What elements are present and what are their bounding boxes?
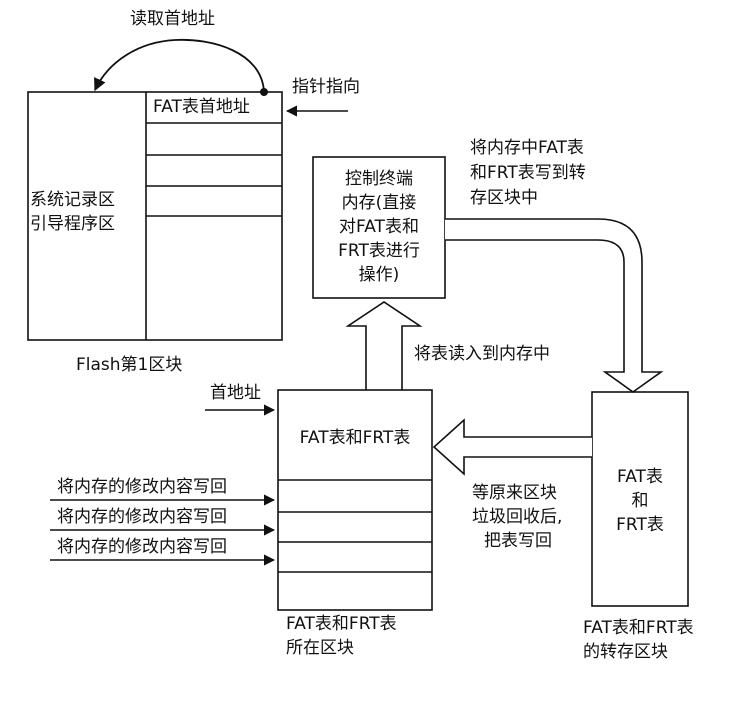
write-transfer-label-3: 存区块中 bbox=[470, 188, 538, 208]
write-back-label-2: 将内存的修改内容写回 bbox=[57, 507, 227, 527]
write-transfer-label-1: 将内存中FAT表 bbox=[470, 138, 584, 158]
transfer-line-2: 和 bbox=[631, 491, 649, 511]
recycle-note-1: 等原来区块 bbox=[472, 483, 557, 503]
memory-line-5: 操作) bbox=[358, 265, 400, 285]
fat-frt-block bbox=[277, 389, 433, 611]
transfer-block-caption-2: 的转存区块 bbox=[583, 642, 668, 662]
read-into-memory-label: 将表读入到内存中 bbox=[414, 344, 550, 364]
transfer-block bbox=[591, 391, 689, 607]
write-back-label-1: 将内存的修改内容写回 bbox=[57, 477, 227, 497]
read-memory-arrow bbox=[345, 301, 423, 390]
recycle-note-3: 把表写回 bbox=[484, 531, 552, 551]
write-back-label-3: 将内存的修改内容写回 bbox=[57, 537, 227, 557]
first-address-label: 首地址 bbox=[210, 383, 261, 403]
read-address-dot bbox=[260, 88, 268, 96]
pointer-label: 指针指向 bbox=[292, 77, 360, 97]
recycle-note-2: 垃圾回收后, bbox=[472, 507, 563, 527]
transfer-line-1: FAT表 bbox=[617, 467, 663, 487]
boot-program-label: 引导程序区 bbox=[30, 214, 115, 234]
memory-line-2: 内存(直接 bbox=[341, 193, 417, 213]
write-back-hollow-arrow bbox=[432, 418, 592, 476]
memory-line-4: FRT表进行 bbox=[338, 241, 420, 261]
fat-frt-block-caption-1: FAT表和FRT表 bbox=[286, 614, 397, 634]
fat-first-address-cell: FAT表首地址 bbox=[153, 97, 250, 117]
memory-line-3: 对FAT表和 bbox=[339, 217, 419, 237]
flash-block-caption: Flash第1区块 bbox=[76, 355, 183, 375]
fat-frt-block-title: FAT表和FRT表 bbox=[299, 428, 411, 448]
flash-block bbox=[27, 91, 283, 341]
memory-line-1: 控制终端 bbox=[345, 169, 413, 189]
write-transfer-label-2: 和FRT表写到转 bbox=[470, 163, 586, 183]
read-address-label: 读取首地址 bbox=[130, 9, 215, 29]
write-transfer-arrow bbox=[445, 218, 664, 393]
fat-frt-block-caption-2: 所在区块 bbox=[286, 638, 354, 658]
transfer-block-caption-1: FAT表和FRT表 bbox=[583, 618, 694, 638]
read-address-arrow bbox=[94, 38, 265, 93]
system-record-label: 系统记录区 bbox=[30, 190, 115, 210]
transfer-line-3: FRT表 bbox=[616, 515, 664, 535]
